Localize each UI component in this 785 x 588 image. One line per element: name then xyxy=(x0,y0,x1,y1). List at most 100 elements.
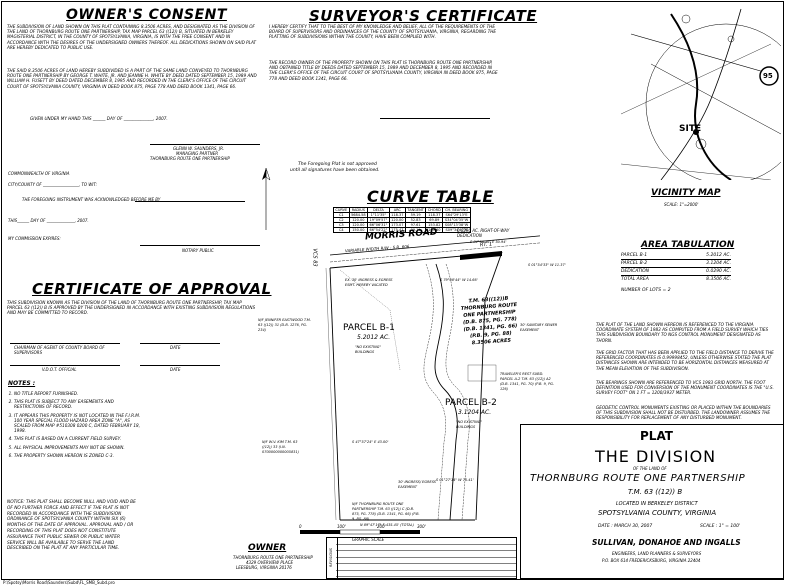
title-plat: PLAT xyxy=(640,429,673,443)
easement-ingress: 30' INGRESS/ EGRESS EASEMENT xyxy=(398,480,437,489)
title-county: SPOTSYLVANIA COUNTY, VIRGINIA xyxy=(598,509,717,517)
number-of-lots: NUMBER OF LOTS = 2 xyxy=(621,288,671,293)
owner-signature-line xyxy=(150,144,260,145)
approval-para: THIS SUBDIVISION KNOWN AS THE DIVISION O… xyxy=(7,300,256,316)
area-row-value: 3.1204 AC. xyxy=(706,261,731,266)
right-note-4: GEODETIC CONTROL MONUMENTS EXISTING OR P… xyxy=(596,405,771,421)
approval-sig2-line xyxy=(10,365,120,366)
owner-line1: THORNBURG ROUTE ONE PARTNERSHIP xyxy=(233,555,313,560)
neighbor-east: TRAVELER'S REST SUBD. PARCEL A-2 T.M. 63… xyxy=(500,372,555,391)
area-row-value: 5.2012 AC. xyxy=(706,253,731,258)
area-row-label: DEDICATION xyxy=(621,269,649,274)
vicinity-map-scale: SCALE: 1"=2000' xyxy=(664,202,699,207)
title-date: DATE : MARCH 30, 2007 xyxy=(598,524,653,529)
note-item: THIS PLAT IS SUBJECT TO ANY EASEMENTS AN… xyxy=(14,399,144,409)
area-row: PARCEL B-2 3.1204 AC. xyxy=(621,260,731,268)
right-note-1: THE PLAT OF THE LAND SHOWN HEREON IS REF… xyxy=(596,322,769,343)
title-owner: THORNBURG ROUTE ONE PARTNERSHIP xyxy=(530,473,746,484)
revisions-grid xyxy=(336,537,517,579)
surveyor-para1: I HEREBY CERTIFY THAT TO THE BEST OF MY … xyxy=(269,24,497,40)
area-row-value: 8.3506 AC. xyxy=(706,277,731,282)
north-arrow-icon xyxy=(262,167,271,230)
notary-signature-line xyxy=(140,245,260,246)
bearing-label: S 47°57'24" E 43.00' xyxy=(352,440,389,444)
vicinity-map: 95 SITE xyxy=(611,4,785,185)
rw-dedication-label: 0.0290 AC. RIGHT-OF-WAY DEDICATION xyxy=(457,228,510,238)
parcel-b2-area: 3.1204 AC. xyxy=(458,409,492,416)
owners-consent-para1: THE SUBDIVISION OF LAND SHOWN ON THIS PL… xyxy=(7,24,257,50)
approval-sig1-label: CHAIRMAN OF AGENT OF COUNTY BOARD OF SUP… xyxy=(14,345,105,355)
scale-tick: 300' xyxy=(417,524,426,529)
scale-tick: 200' xyxy=(377,524,386,529)
site-label: SITE xyxy=(679,124,702,134)
area-row-label: PARCEL B-1 xyxy=(621,253,648,258)
scale-tick: 100' xyxy=(337,524,346,529)
parcel-b2-note: "NO EXISTING" BUILDINGS xyxy=(456,420,483,429)
parcel-b1-area: 5.2012 AC. xyxy=(357,334,391,341)
signer-name: GLENN W. SAUNDERS, JR. xyxy=(173,146,225,151)
notary-this-day: THIS______ DAY OF ______________, 2007. xyxy=(8,218,89,223)
owners-consent-para2: THE SAID 8.3506 ACRES OF LAND HEREBY SUB… xyxy=(7,68,257,89)
notary-commission: MY COMMISSION EXPIRES: xyxy=(8,236,61,241)
parcel-b1-label: PARCEL B-1 xyxy=(343,323,395,333)
note-item: NO TITLE REPORT FURNISHED. xyxy=(14,391,144,396)
easement-vacated: EX. 30' INGRESS & EGRESS ESMT. HEREBY VA… xyxy=(345,278,393,287)
bearing-label: S 84°36'36" E 50.94' xyxy=(470,240,507,244)
route-95-shield-icon xyxy=(759,66,779,86)
given-under-line: GIVEN UNDER MY HAND THIS ______ DAY OF _… xyxy=(30,116,168,121)
area-tabulation-table: PARCEL B-1 5.2012 AC. PARCEL B-2 3.1204 AC… xyxy=(621,252,731,294)
notes-list: NO TITLE REPORT FURNISHED. THIS PLAT IS … xyxy=(6,391,144,461)
approval-sig2-label: V.D.O.T. OFFICIAL xyxy=(42,367,77,372)
owner-title: OWNER xyxy=(248,543,287,553)
curve-cell: S09°34'47"E xyxy=(442,227,471,233)
area-row-label: PARCEL B-2 xyxy=(621,261,648,266)
approved-note-2: until all signatures have been obtained. xyxy=(290,168,380,173)
graphic-scale-label: GRAPHIC SCALE xyxy=(352,537,385,542)
area-tabulation-title: AREA TABULATION xyxy=(641,240,735,250)
right-note-3: THE BEARINGS SHOWN ARE REFERENCED TO VCS… xyxy=(596,380,774,396)
curve-cell: 175.47 xyxy=(388,227,406,233)
notary-commonwealth: COMMONWEALTH OF VIRGINIA xyxy=(8,171,70,176)
notary-public-label: NOTARY PUBLIC xyxy=(182,248,214,253)
graphic-scale-bar xyxy=(300,529,420,535)
curve-table: CURVE RADIUS DELTA ARC TANGENT CHORD CH.… xyxy=(333,207,471,233)
bearing-label: S 01°54'33" W 11.37' xyxy=(528,263,566,267)
owners-consent-title: OWNER'S CONSENT xyxy=(66,7,227,23)
title-firm-sub: ENGINEERS, LAND PLANNERS & SURVEYORS xyxy=(612,551,702,556)
neighbor-west-1: N/F JENNIFER EASTWOOD T.M. 63 ((12)) 31 … xyxy=(258,318,311,332)
bearing-label: S 79°08'44" W 14.66' xyxy=(440,278,478,282)
route-95-label: 95 xyxy=(763,72,773,80)
approval-date2-label: DATE xyxy=(170,367,181,372)
signer-org: THORNBURG ROUTE ONE PARTNERSHIP xyxy=(150,156,230,161)
notary-city-county: CITY/COUNTY OF __________________, TO WI… xyxy=(8,182,97,187)
note-item: ALL PHYSICAL IMPROVEMENTS MAY NOT BE SHO… xyxy=(14,445,144,450)
surveyor-signature-line xyxy=(380,118,490,119)
owner-line3: LEESBURG, VIRGINIA 20176 xyxy=(236,565,292,570)
note-item: THIS PLAT IS BASED ON A CURRENT FIELD SU… xyxy=(14,436,144,441)
title-tm: T.M. 63 ((12)) B xyxy=(628,488,683,496)
surveyor-para2: THE RECORD OWNER OF THE PROPERTY SHOWN O… xyxy=(269,60,498,81)
notary-ack-line xyxy=(135,201,245,202)
certificate-of-approval-title: CERTIFICATE OF APPROVAL xyxy=(32,280,272,298)
vcs-label: VCS 83 xyxy=(311,248,318,267)
vicinity-map-drawing xyxy=(620,8,785,185)
notes-title: NOTES : xyxy=(8,380,36,387)
title-scale: SCALE : 1" = 100' xyxy=(700,524,741,529)
approval-date1-line xyxy=(140,343,220,344)
scale-tick: 0 xyxy=(299,524,302,529)
tm-block: T.M. 63((12))B THORNBURG ROUTE ONE PARTN… xyxy=(458,295,521,348)
notice-text: NOTICE: THIS PLAT SHALL BECOME NULL AND … xyxy=(7,500,136,552)
title-located: LOCATED IN BERKELEY DISTRICT xyxy=(616,501,698,507)
approval-date1-label: DATE xyxy=(170,345,181,350)
bearing-label: N 89°47'17" E 435.45' (TOTAL) xyxy=(360,523,414,527)
right-note-2: THE GRID FACTOR THAT HAS BEEN APPLIED TO… xyxy=(596,350,774,371)
approval-sig1-line xyxy=(10,343,120,344)
vicinity-map-title: VICINITY MAP xyxy=(651,188,721,198)
revisions-label: REVISIONS xyxy=(328,548,333,567)
curve-cell: 150.00 xyxy=(348,227,369,233)
approved-note-1: The Foregoing Plat is not approved xyxy=(298,162,377,167)
